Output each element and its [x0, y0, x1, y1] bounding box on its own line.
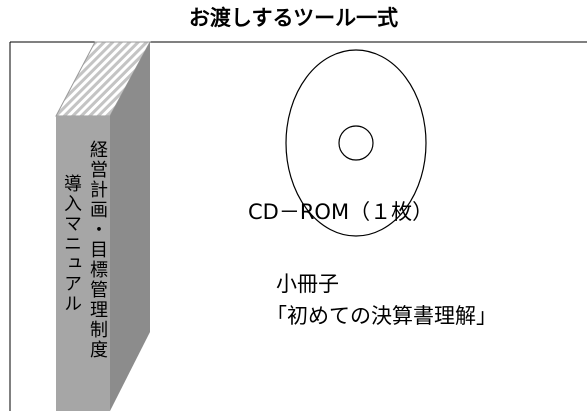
book-spine-title: 経営計画・目標管理制度: [87, 140, 108, 360]
book-spine-subtitle: 導入マニュアル: [61, 174, 82, 314]
book-spine-face: [56, 116, 110, 411]
book-side-face: [110, 42, 150, 411]
booklet-label-line1: 小冊子: [276, 272, 339, 296]
page-title: お渡しするツール一式: [188, 6, 399, 30]
booklet-label-line2: 「初めての決算書理解」: [266, 304, 497, 328]
cd-disc-icon: [285, 49, 427, 237]
booklet-label: 小冊子 「初めての決算書理解」: [266, 268, 497, 332]
cd-rom-label: CD－ROM（１枚）: [248, 200, 434, 224]
